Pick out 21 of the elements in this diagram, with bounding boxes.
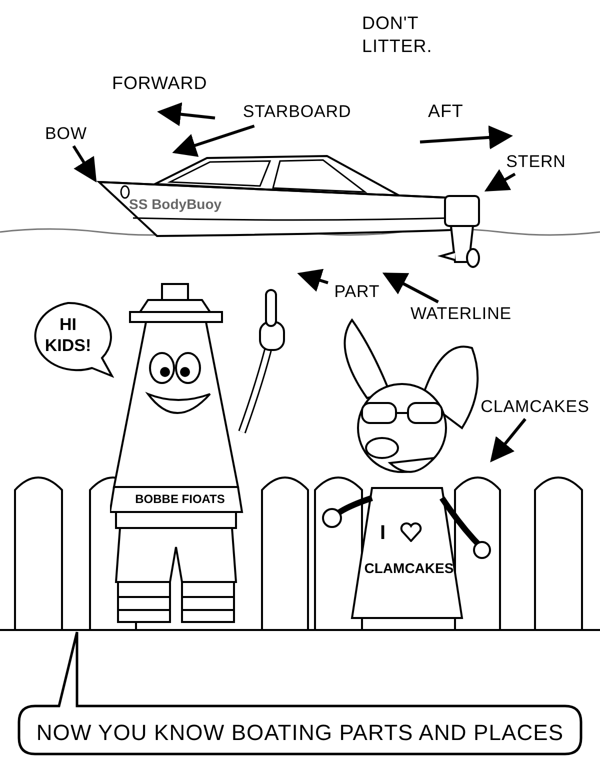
arrow (484, 169, 516, 192)
speech-text: NOW YOU KNOW BOATING PARTS AND PLACES (35, 719, 565, 747)
part-label: CLAMCAKES (480, 395, 590, 419)
arrow (490, 418, 526, 462)
arrow (72, 145, 97, 183)
boat-name: SS BodyBuoy (129, 195, 222, 214)
arrow (382, 272, 439, 304)
part-label: STARBOARD (232, 98, 362, 126)
shirt-name: BOBBE FIOATS (134, 491, 226, 508)
note-text: DON'T LITTER. (362, 12, 434, 56)
part-label: STERN (500, 150, 572, 174)
note-text: AFT (428, 100, 464, 123)
part-label: BOW (40, 122, 92, 146)
shirt-text: CLAMCAKES (363, 559, 455, 578)
part-label: WATERLINE (405, 302, 517, 326)
shirt-text: I (380, 521, 386, 546)
arrow (297, 268, 328, 292)
speech-text: HI KIDS! (44, 314, 92, 356)
arrow (172, 124, 255, 157)
part-label: PART (328, 280, 386, 304)
note-text: FORWARD (112, 72, 208, 95)
